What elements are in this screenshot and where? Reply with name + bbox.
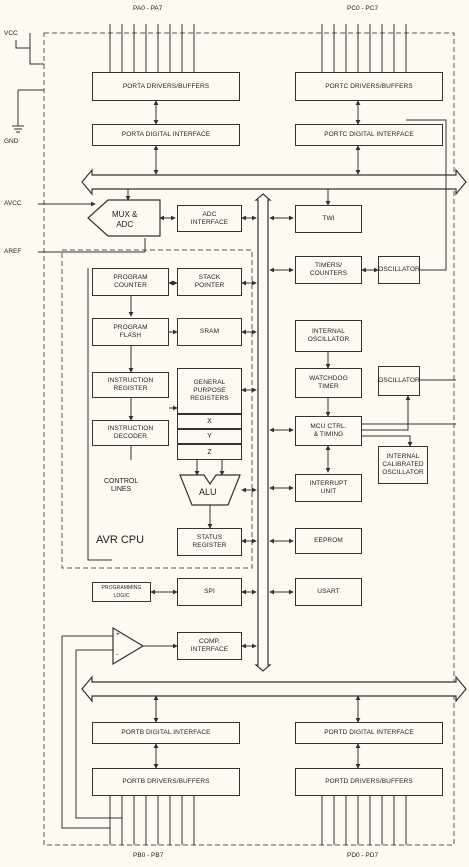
register-z: Z	[177, 444, 242, 460]
oscillator-block-2: OSCILLATOR	[378, 366, 420, 396]
internal-vertical-bus	[254, 193, 272, 672]
spi-block: SPI	[177, 578, 242, 606]
portd-drivers-buffers: PORTD DRIVERS/BUFFERS	[295, 768, 443, 796]
comparator-plus: +	[116, 631, 120, 638]
porta-drivers-buffers: PORTA DRIVERS/BUFFERS	[92, 72, 240, 101]
portd-pins	[321, 796, 407, 845]
top-data-bus	[81, 168, 467, 196]
mux-adc-block	[87, 199, 161, 237]
aref-label: AREF	[4, 248, 22, 255]
timers-counters: TIMERS/ COUNTERS	[295, 256, 362, 284]
avr-cpu-label: AVR CPU	[96, 534, 145, 546]
porta-pin-label: PA0 - PA7	[133, 5, 163, 12]
status-register: STATUS REGISTER	[177, 528, 242, 556]
mux-adc-label: MUX & ADC	[112, 210, 138, 229]
internal-oscillator: INTERNAL OSCILLATOR	[295, 320, 362, 352]
twi-block: TWI	[295, 205, 362, 233]
eeprom-block: EEPROM	[295, 528, 362, 554]
adc-interface: ADC INTERFACE	[177, 205, 242, 232]
program-flash: PROGRAM FLASH	[92, 318, 169, 346]
avcc-label: AVCC	[4, 200, 22, 207]
chip-boundary	[43, 32, 455, 846]
alu-block	[179, 474, 241, 506]
comparator-interface: COMP. INTERFACE	[177, 632, 242, 660]
stack-pointer: STACK POINTER	[177, 268, 242, 296]
general-purpose-registers: GENERAL PURPOSE REGISTERS	[177, 368, 242, 414]
program-counter: PROGRAM COUNTER	[92, 268, 169, 296]
control-lines-label: CONTROL LINES	[104, 478, 139, 493]
sram-block: SRAM	[177, 318, 242, 346]
porta-digital-interface: PORTA DIGITAL INTERFACE	[92, 124, 240, 146]
register-x: X	[177, 414, 242, 429]
portb-drivers-buffers: PORTB DRIVERS/BUFFERS	[92, 768, 240, 796]
portc-pins	[321, 24, 407, 72]
porta-pins	[109, 24, 195, 72]
portd-digital-interface: PORTD DIGITAL INTERFACE	[295, 722, 443, 744]
cpu-boundary	[61, 249, 253, 569]
portb-digital-interface: PORTB DIGITAL INTERFACE	[92, 722, 240, 744]
portc-drivers-buffers: PORTC DRIVERS/BUFFERS	[295, 72, 443, 101]
alu-label: ALU	[199, 487, 217, 497]
connection-lines	[12, 33, 456, 829]
bottom-data-bus	[81, 675, 467, 703]
usart-block: USART	[295, 578, 362, 606]
programming-logic: PROGRAMMING LOGIC	[92, 582, 151, 602]
instruction-decoder: INSTRUCTION DECODER	[92, 420, 169, 446]
portb-pins	[109, 796, 195, 845]
portd-pin-label: PD0 - PD7	[347, 852, 379, 859]
gnd-label: GND	[4, 138, 19, 145]
vcc-label: VCC	[4, 30, 18, 37]
register-y: Y	[177, 429, 242, 444]
internal-calibrated-oscillator: INTERNAL CALIBRATED OSCILLATOR	[378, 446, 428, 484]
instruction-register: INSTRUCTION REGISTER	[92, 372, 169, 398]
watchdog-timer: WATCHDOG TIMER	[295, 368, 362, 398]
comparator-minus: -	[116, 651, 119, 658]
analog-comparator	[112, 626, 145, 666]
portc-digital-interface: PORTC DIGITAL INTERFACE	[295, 124, 443, 146]
interrupt-unit: INTERRUPT UNIT	[295, 474, 362, 502]
portc-pin-label: PC0 - PC7	[347, 5, 379, 12]
mcu-control-timing: MCU CTRL. & TIMING	[295, 416, 362, 446]
portb-pin-label: PB0 - PB7	[133, 852, 164, 859]
oscillator-block-1: OSCILLATOR	[378, 256, 420, 284]
